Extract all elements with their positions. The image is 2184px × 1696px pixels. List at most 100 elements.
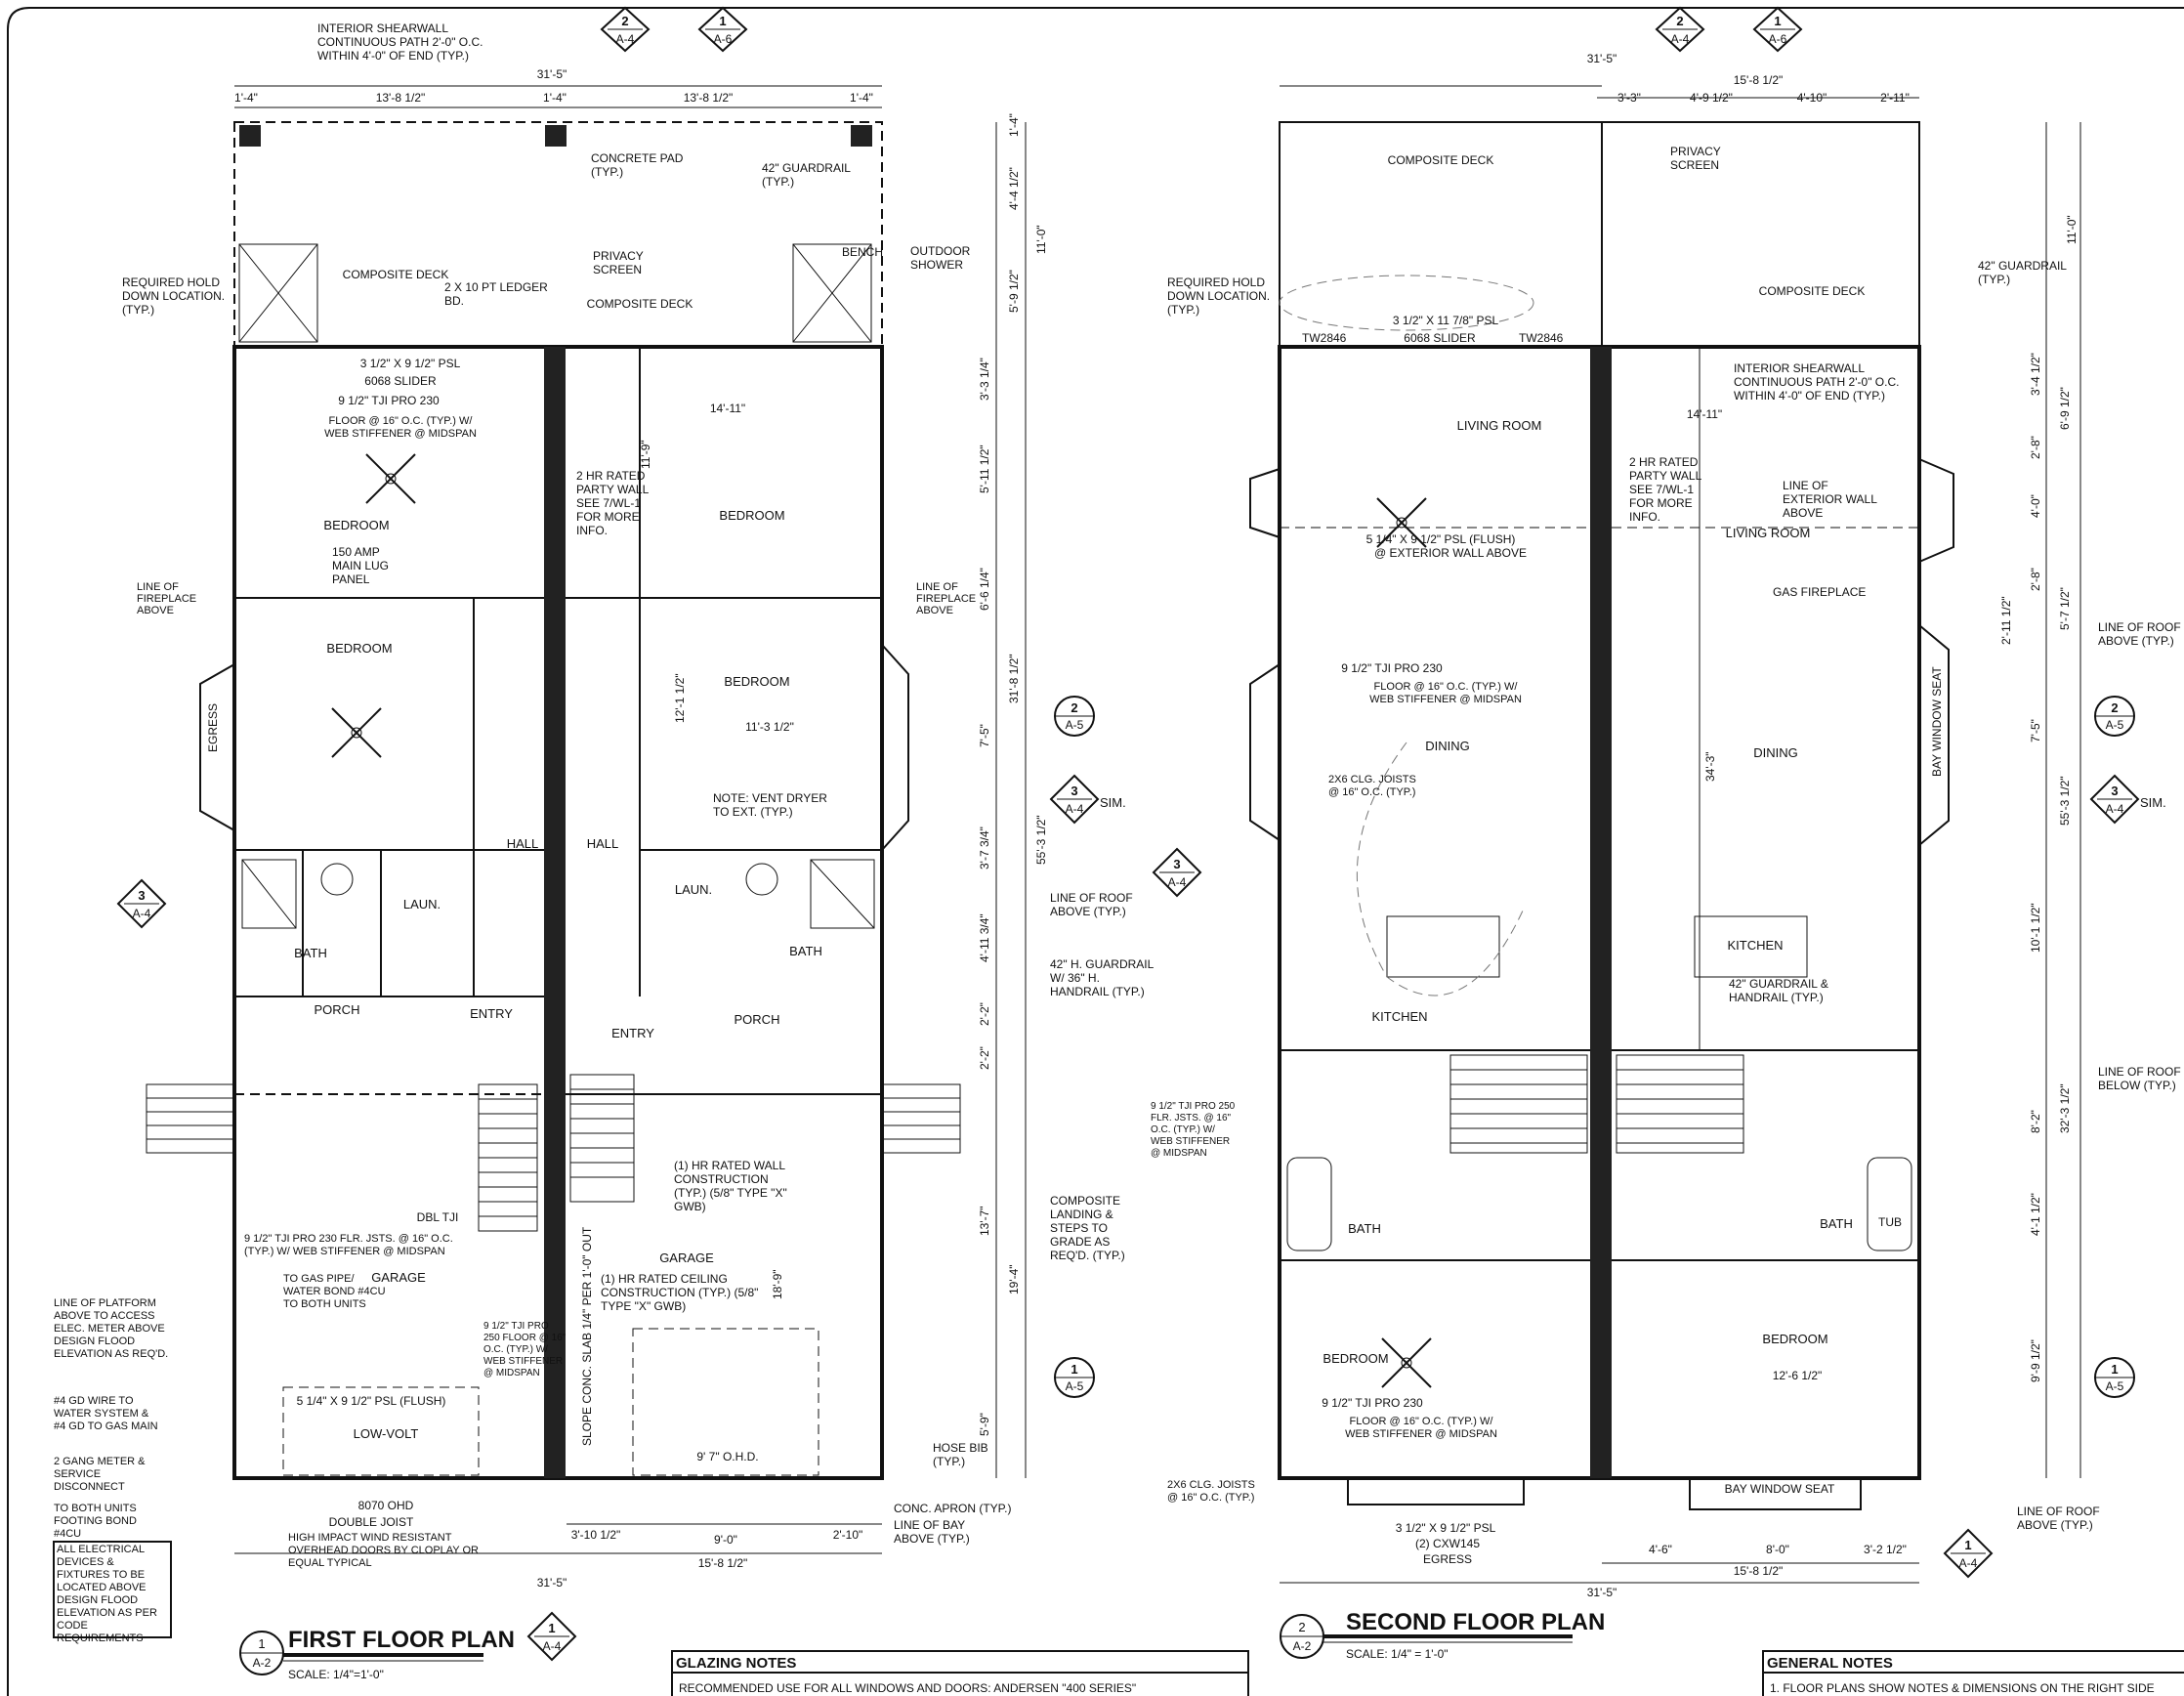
dim: 15'-8 1/2" xyxy=(1734,73,1784,87)
note-roof-below: LINE OF ROOF BELOW (TYP.) xyxy=(2098,1065,2181,1092)
note-text: LINE OF FIREPLACE ABOVE xyxy=(137,581,197,616)
section-marker-top-4 xyxy=(1752,6,1803,53)
note-text: 150 AMP MAIN LUG PANEL xyxy=(332,545,390,586)
marker-ref: A-5 xyxy=(2106,718,2124,732)
dim-overall: 31'-5" xyxy=(537,67,567,81)
note-text: 42" GUARDRAIL (TYP.) xyxy=(1978,259,2067,286)
note-psl-bottom: 3 1/2" X 9 1/2" PSL xyxy=(1396,1521,1496,1535)
shower xyxy=(810,859,875,929)
exterior-steps-left xyxy=(146,1083,235,1154)
note-gd-wire: #4 GD WIRE TO WATER SYSTEM & #4 GD TO GA… xyxy=(54,1395,158,1432)
marker-num: 1 xyxy=(1964,1538,1971,1552)
dim: 4'-0" xyxy=(2029,494,2042,518)
note-fireplace-right: LINE OF FIREPLACE ABOVE xyxy=(916,581,976,616)
note-tji: 9 1/2" TJI PRO 230 xyxy=(1322,1396,1423,1410)
note-privacy: PRIVACY SCREEN xyxy=(593,249,644,276)
note-text: 9 1/2" TJI PRO 230 FLR. JSTS. @ 16" O.C.… xyxy=(244,1233,453,1257)
marker-num: 1 xyxy=(1774,14,1781,28)
room-label: KITCHEN xyxy=(1727,938,1783,953)
bay-window xyxy=(199,663,235,831)
bay-window xyxy=(1249,663,1281,841)
note-text: LINE OF ROOF ABOVE (TYP.) xyxy=(2017,1505,2100,1532)
note-ext-wall-above: @ EXTERIOR WALL ABOVE xyxy=(1374,546,1527,560)
sim-label: SIM. xyxy=(1100,795,1126,810)
stair-right xyxy=(1616,1054,1744,1154)
ceiling-fan-icon xyxy=(365,453,416,504)
dim: 2'-8" xyxy=(2029,568,2042,591)
post xyxy=(545,125,567,147)
room-label: COMPOSITE DECK xyxy=(1388,153,1494,167)
dim: 31'-8 1/2" xyxy=(1007,654,1021,703)
dim: 5'-9" xyxy=(978,1413,991,1436)
title-sheet-ref: A-2 xyxy=(1293,1639,1312,1653)
section-marker-left-2 xyxy=(1152,847,1202,898)
room-label: BATH xyxy=(294,946,327,960)
room-label: DINING xyxy=(1425,739,1470,753)
ceiling-fan-icon xyxy=(1376,497,1427,548)
section-marker-right-2 xyxy=(1049,774,1100,825)
dim: 4'-9 1/2" xyxy=(1690,91,1733,105)
room-label: LAUN. xyxy=(675,882,712,897)
note-footing-bond: TO BOTH UNITS FOOTING BOND #4CU xyxy=(54,1503,137,1540)
note-clg-joists-bottom: 2X6 CLG. JOISTS @ 16" O.C. (TYP.) xyxy=(1167,1479,1255,1504)
marker-ref: A-5 xyxy=(1066,718,1084,732)
note-text: (1) HR RATED CEILING CONSTRUCTION (TYP.)… xyxy=(601,1272,759,1313)
dim: 2'-2" xyxy=(978,1046,991,1070)
note-text: 2X6 CLG. JOISTS @ 16" O.C. (TYP.) xyxy=(1167,1479,1255,1504)
section-marker-right-1 xyxy=(1054,696,1095,737)
dim: 3'-3" xyxy=(1617,91,1641,105)
room-label: LAUN. xyxy=(403,897,441,912)
title-number: 2 xyxy=(1298,1620,1305,1634)
note-apron: CONC. APRON (TYP.) xyxy=(894,1502,1011,1515)
room-label: LIVING ROOM xyxy=(1726,526,1811,540)
note-party-wall: 2 HR RATED PARTY WALL SEE 7/WL-1 FOR MOR… xyxy=(1629,455,1701,524)
dim: 10'-1 1/2" xyxy=(2029,903,2042,953)
note-text: FLOOR @ 16" O.C. (TYP.) W/ WEB STIFFENER… xyxy=(1345,1416,1497,1440)
marker-num: 2 xyxy=(621,14,628,28)
room-label: ENTRY xyxy=(611,1026,654,1040)
note-text: TO GAS PIPE/ WATER BOND #4CU TO BOTH UNI… xyxy=(283,1273,386,1310)
section-marker-bottom-2 xyxy=(1943,1528,1994,1579)
general-notes-text: 1. FLOOR PLANS SHOW NOTES & DIMENSIONS O… xyxy=(1770,1681,2155,1695)
dim: 14'-11" xyxy=(1687,407,1722,421)
note-text: REQUIRED HOLD DOWN LOCATION. (TYP.) xyxy=(1167,276,1271,317)
dim: 34'-3" xyxy=(1703,751,1717,782)
fireplace-icon xyxy=(1918,458,1954,563)
room-label: TUB xyxy=(1878,1215,1902,1229)
dim: 6'-9 1/2" xyxy=(2058,387,2072,430)
marker-ref: A-5 xyxy=(2106,1379,2124,1393)
dim: 12'-1 1/2" xyxy=(673,673,687,723)
note-text: 42" GUARDRAIL (TYP.) xyxy=(762,161,851,189)
note-text: PRIVACY SCREEN xyxy=(593,249,644,276)
note-text: 2X6 CLG. JOISTS @ 16" O.C. (TYP.) xyxy=(1328,774,1416,798)
note-fireplace-left: LINE OF FIREPLACE ABOVE xyxy=(137,581,197,616)
bay-window xyxy=(1918,624,1950,846)
first-floor-plan xyxy=(146,85,1027,1554)
note-text: HOSE BIB (TYP.) xyxy=(933,1441,988,1468)
note-text: INTERIOR SHEARWALL CONTINUOUS PATH 2'-0"… xyxy=(317,21,483,63)
marker-num: 3 xyxy=(1071,784,1077,798)
dim: 12'-6 1/2" xyxy=(1773,1369,1823,1382)
bay-bottom-left xyxy=(1347,1478,1525,1505)
marker-num: 2 xyxy=(2111,700,2118,715)
section-marker-left-1 xyxy=(116,878,167,929)
glazing-notes-heading: GLAZING NOTES xyxy=(676,1655,796,1672)
dim: 11'-0" xyxy=(1034,225,1048,254)
note-hold-down: REQUIRED HOLD DOWN LOCATION. (TYP.) xyxy=(1167,276,1271,317)
deck-outline xyxy=(233,121,883,348)
bay-window-seat xyxy=(1689,1478,1862,1510)
dim: 4'-10" xyxy=(1797,91,1827,105)
note-cxw: (2) CXW145 xyxy=(1415,1537,1480,1550)
section-marker-top-1 xyxy=(600,6,651,53)
room-label: PORCH xyxy=(735,1012,780,1027)
plan-scale: SCALE: 1/4"=1'-0" xyxy=(288,1668,384,1681)
marker-ref: A-4 xyxy=(543,1639,562,1653)
note-tji: 9 1/2" TJI PRO 230 xyxy=(338,394,440,407)
note-text: OUTDOOR SHOWER xyxy=(910,244,971,272)
section-marker-right-3 xyxy=(1054,1357,1095,1398)
note-hose-bib: HOSE BIB (TYP.) xyxy=(933,1441,988,1468)
note-tw: TW2846 xyxy=(1519,331,1564,345)
dim: 55'-3 1/2" xyxy=(1034,815,1048,865)
section-marker-bottom-1 xyxy=(526,1611,577,1662)
dim: 5'-9 1/2" xyxy=(1007,270,1021,313)
